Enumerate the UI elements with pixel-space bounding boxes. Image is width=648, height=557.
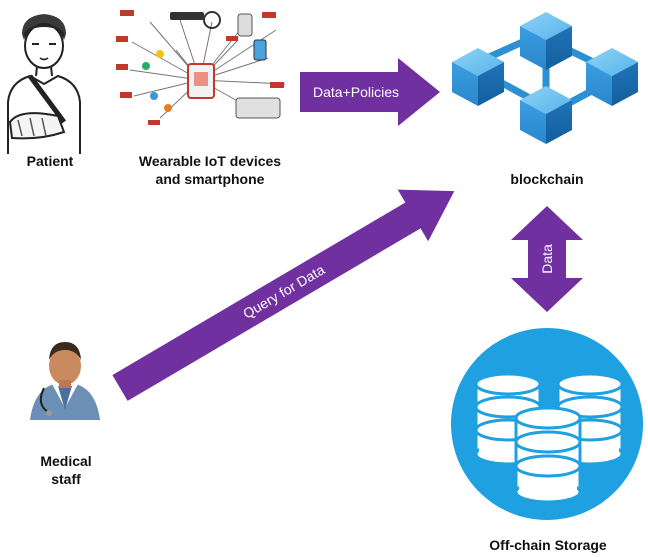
patient-label: Patient [26, 153, 74, 169]
doctor-icon [30, 342, 100, 420]
query-label: Query for Data [240, 261, 327, 321]
data-label: Data [539, 244, 555, 274]
database-cylinder-front [514, 406, 582, 504]
blockchain-label: blockchain [510, 171, 584, 187]
storage-label: Off-chain Storage [489, 537, 607, 553]
devices-label: Wearable IoT devices and smartphone [138, 153, 282, 187]
database-stack-icon [451, 328, 643, 520]
data-policies-arrow: Data+Policies [300, 58, 440, 126]
iot-sensor-hub-icon [112, 6, 296, 128]
data-arrow: Data [511, 206, 583, 312]
patient-with-arm-sling-icon [7, 14, 81, 154]
data-policies-label: Data+Policies [313, 84, 399, 100]
medical-staff-label: Medical staff [40, 453, 92, 487]
query-arrow: Query for Data [112, 189, 455, 401]
blockchain-cubes-icon [452, 12, 638, 144]
